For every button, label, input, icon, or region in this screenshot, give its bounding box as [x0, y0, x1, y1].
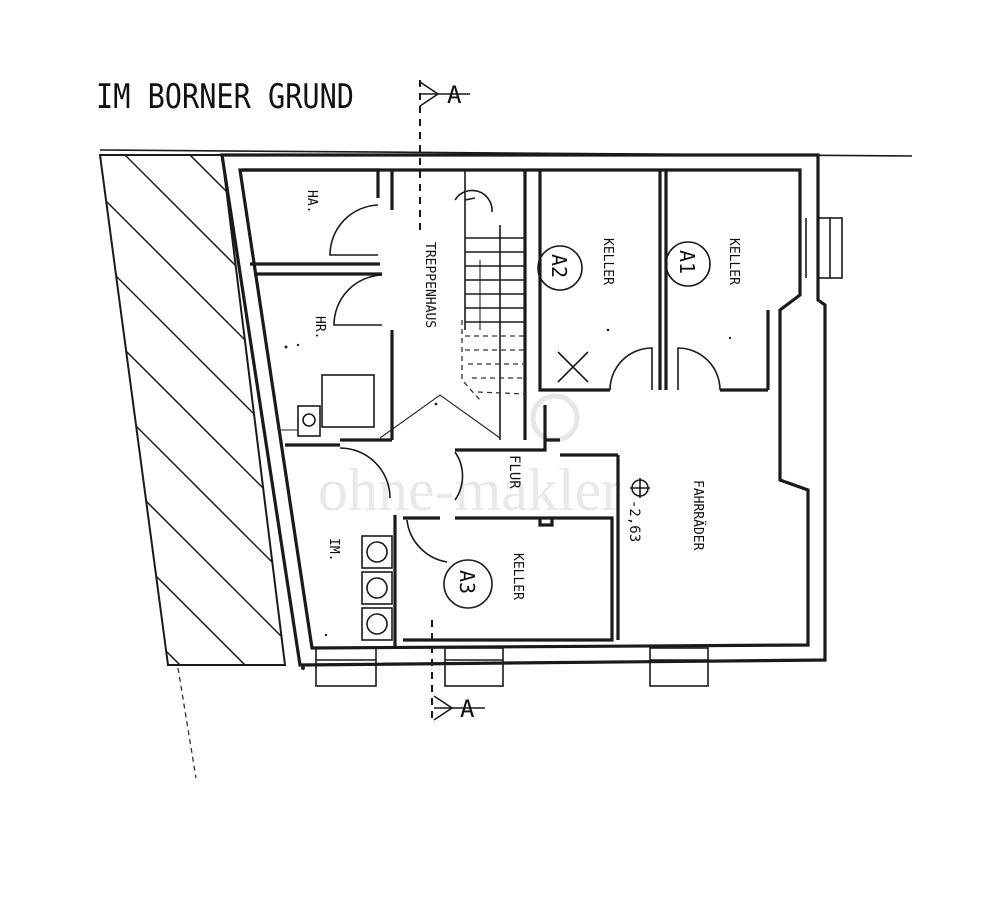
- unit-tag-a3-text: A3: [455, 570, 479, 594]
- section-line: [419, 80, 485, 721]
- street-name-label: IM BORNER GRUND: [96, 77, 354, 117]
- unit-tag-a1: A1: [665, 241, 711, 287]
- unit-tag-a2-text: A2: [547, 254, 571, 278]
- room-label-ha: HA.: [304, 190, 319, 213]
- level-mark-text: -2,63: [626, 500, 642, 542]
- scan-specks: [284, 328, 732, 670]
- room-label-keller-a1: KELLER: [726, 238, 741, 285]
- room-label-keller-a2: KELLER: [600, 238, 615, 285]
- doors: [329, 204, 721, 563]
- staircase: [454, 170, 526, 440]
- room-label-hr: HR.: [312, 316, 327, 339]
- room-label-im: IM.: [326, 538, 341, 561]
- meter-fixtures: [361, 535, 393, 641]
- room-label-treppenhaus: TREPPENHAUS: [422, 242, 437, 328]
- watermark: ohne-makler: [318, 393, 621, 523]
- property-boundary-left: [177, 667, 197, 779]
- section-marker-top: A: [447, 81, 462, 109]
- interior-walls: [242, 168, 770, 648]
- x-mark: [557, 351, 589, 383]
- outer-walls: [220, 153, 827, 667]
- level-mark: -2,63: [626, 478, 650, 542]
- unit-tag-a1-text: A1: [675, 250, 699, 274]
- unit-tag-a3: A3: [443, 559, 493, 609]
- windows: [315, 217, 843, 687]
- room-label-flur: FLUR: [506, 455, 522, 489]
- heating-fixtures: [278, 374, 375, 437]
- room-label-keller-a3: KELLER: [510, 553, 525, 600]
- room-label-fahrraeder: FAHRRÄDER: [690, 480, 706, 551]
- unit-tag-a2: A2: [537, 245, 583, 291]
- section-marker-bottom: A: [460, 695, 475, 723]
- watermark-text: ohne-makler: [318, 457, 621, 523]
